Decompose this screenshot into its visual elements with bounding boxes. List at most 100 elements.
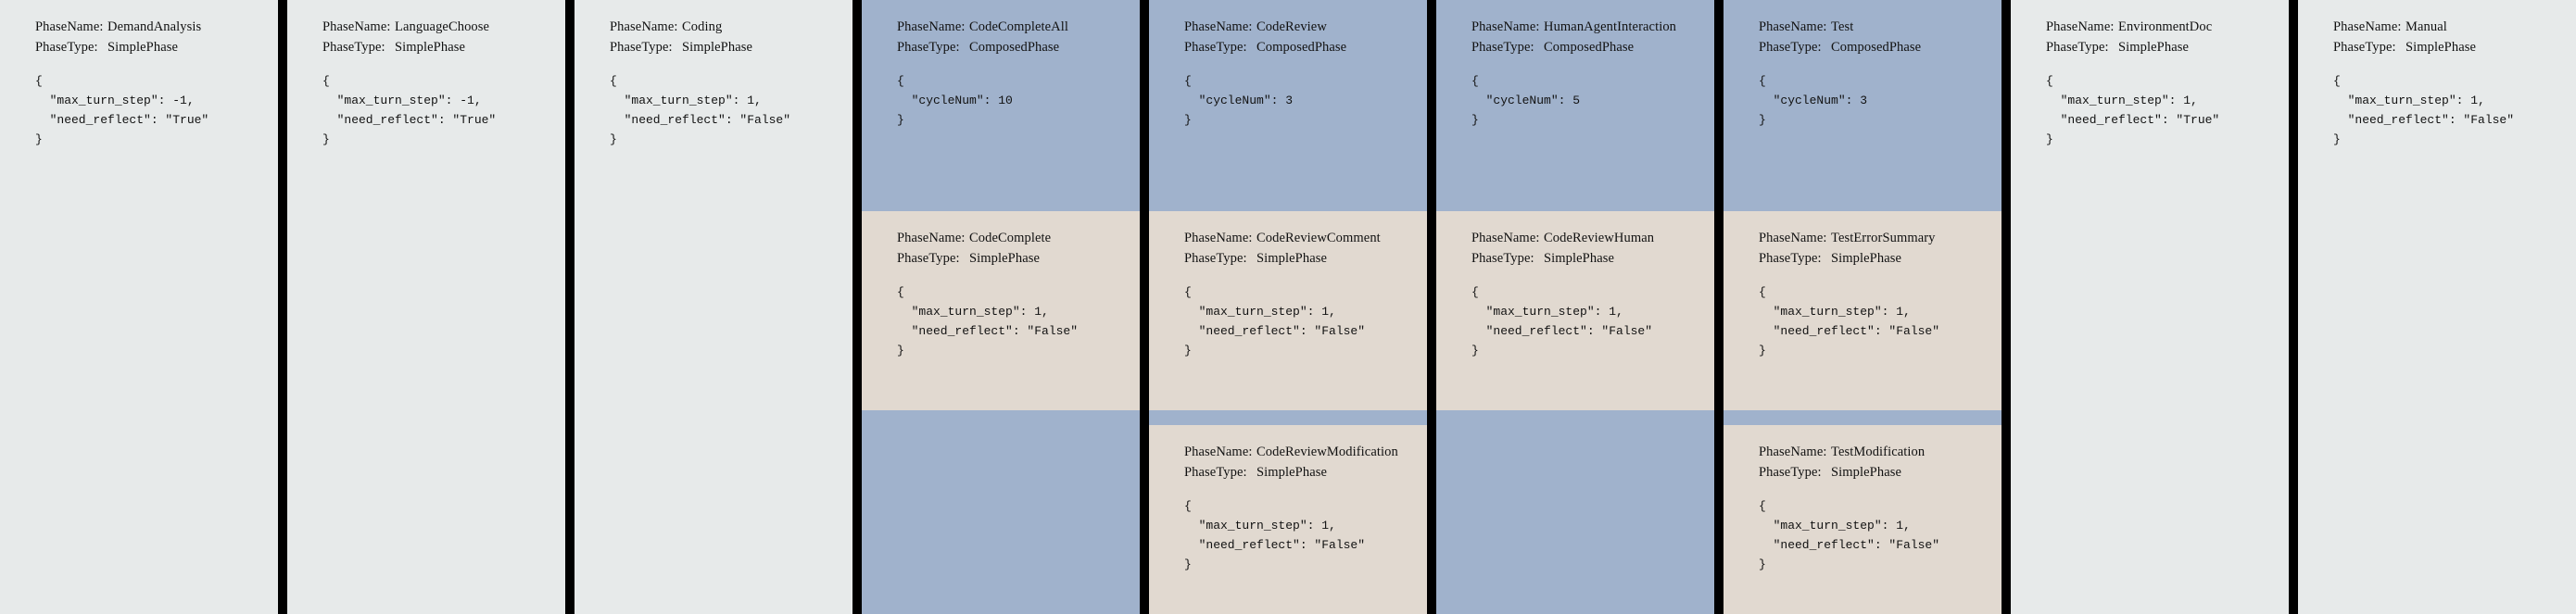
- panel-gap: [2001, 0, 2011, 614]
- phase-type-label: PhaseType:: [897, 40, 960, 56]
- phase-name-label: PhaseName:: [1184, 19, 1253, 34]
- phase-type-label: PhaseType:: [1759, 465, 1822, 481]
- phase-config-json: { "cycleNum": 10 }: [897, 73, 1013, 128]
- phase-name-row: PhaseName:TestModification: [1759, 442, 2001, 462]
- phase-name-row: PhaseName:CodeReviewModification: [1184, 442, 1427, 462]
- phase-type-row: PhaseType:SimplePhase: [610, 37, 852, 57]
- phase-type-row: PhaseType: ComposedPhase: [1759, 37, 2001, 57]
- phase-type-row: PhaseType: SimplePhase: [2333, 37, 2576, 57]
- phase-type-value: SimplePhase: [107, 40, 179, 56]
- phase-type-label: PhaseType:: [2046, 40, 2109, 56]
- phase-type-label: PhaseType:: [1184, 465, 1247, 481]
- phase-type-label: PhaseType:: [1759, 40, 1822, 56]
- phase-name-row: PhaseName:CodeReview: [1184, 17, 1427, 37]
- phase-name-label: PhaseName:: [1184, 445, 1253, 459]
- phase-name-row: PhaseName:Coding: [610, 17, 852, 37]
- phase-type-value: SimplePhase: [2406, 40, 2477, 56]
- phase-type-value: SimplePhase: [395, 40, 466, 56]
- phase-type-label: PhaseType:: [610, 40, 673, 56]
- sub-phase-divider: [1149, 410, 1427, 425]
- phase-name-label: PhaseName:: [1184, 231, 1253, 245]
- phase-type-row: PhaseType:SimplePhase: [2046, 37, 2289, 57]
- panel-gap: [565, 0, 575, 614]
- phase-name-value: CodeReviewHuman: [1544, 231, 1655, 245]
- phase-name-label: PhaseName:: [322, 19, 391, 34]
- phase-config-json: { "max_turn_step": 1, "need_reflect": "F…: [1759, 498, 1940, 572]
- phase-name-value: TestModification: [1831, 445, 1926, 459]
- phase-type-label: PhaseType:: [2333, 40, 2396, 56]
- composed-phase-footer: [1436, 410, 1714, 614]
- phase-name-row: PhaseName:HumanAgentInteraction: [1471, 17, 1714, 37]
- phase-name-label: PhaseName:: [610, 19, 678, 34]
- phase-type-value: SimplePhase: [1831, 465, 1902, 481]
- phase-type-value: SimplePhase: [1256, 465, 1328, 481]
- panel-gap: [278, 0, 287, 614]
- phase-type-value: ComposedPhase: [1256, 40, 1347, 56]
- phase-config-json: { "max_turn_step": 1, "need_reflect": "F…: [2333, 73, 2515, 147]
- phase-name-label: PhaseName:: [897, 231, 966, 245]
- phase-type-value: SimplePhase: [1831, 251, 1902, 267]
- panel-gap: [1140, 0, 1149, 614]
- phase-type-value: ComposedPhase: [969, 40, 1060, 56]
- panel-gap: [2289, 0, 2298, 614]
- phase-config-json: { "max_turn_step": 1, "need_reflect": "T…: [2046, 73, 2220, 147]
- phase-name-value: CodeComplete: [969, 231, 1052, 245]
- phase-type-value: SimplePhase: [969, 251, 1041, 267]
- phase-type-value: SimplePhase: [1256, 251, 1328, 267]
- phase-type-value: ComposedPhase: [1544, 40, 1635, 56]
- phase-name-row: PhaseName:CodeReviewComment: [1184, 228, 1427, 248]
- phase-type-label: PhaseType:: [1471, 40, 1534, 56]
- phase-name-label: PhaseName:: [1759, 231, 1827, 245]
- phase-name-row: PhaseName:Manual: [2333, 17, 2576, 37]
- phase-config-json: { "cycleNum": 3 }: [1759, 73, 1868, 128]
- phase-name-row: PhaseName:TestErrorSummary: [1759, 228, 2001, 248]
- phase-type-row: PhaseType:ComposedPhase: [1184, 37, 1427, 57]
- phase-type-label: PhaseType:: [35, 40, 98, 56]
- phase-type-value: ComposedPhase: [1831, 40, 1922, 56]
- phase-name-value: Test: [1831, 19, 1854, 34]
- phase-config-json: { "max_turn_step": 1, "need_reflect": "F…: [1471, 284, 1653, 358]
- phase-config-json: { "max_turn_step": 1, "need_reflect": "F…: [1759, 284, 1940, 358]
- phase-name-row: PhaseName:CodeComplete: [897, 228, 1140, 248]
- phase-config-json: { "max_turn_step": 1, "need_reflect": "F…: [610, 73, 791, 147]
- phase-type-label: PhaseType:: [1184, 251, 1247, 267]
- phase-type-row: PhaseType: SimplePhase: [1759, 462, 2001, 482]
- phase-type-label: PhaseType:: [897, 251, 960, 267]
- phase-name-value: HumanAgentInteraction: [1544, 19, 1677, 34]
- phase-name-label: PhaseName:: [2333, 19, 2402, 34]
